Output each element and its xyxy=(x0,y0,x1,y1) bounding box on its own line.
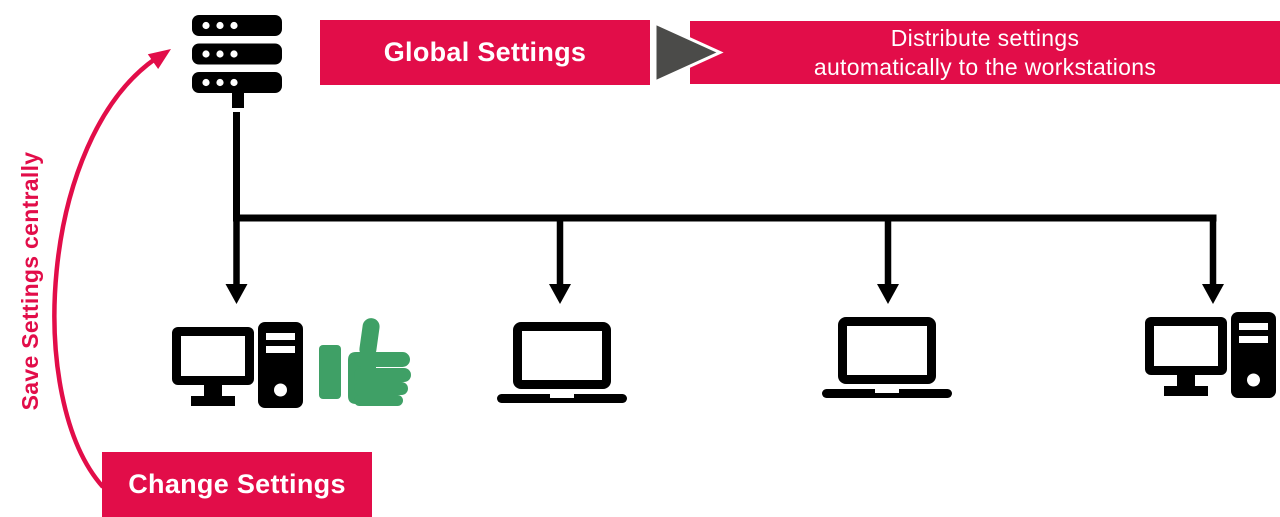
change-settings-banner: Change Settings xyxy=(102,452,372,517)
laptop-icon xyxy=(822,317,952,398)
change-settings-label: Change Settings xyxy=(128,469,346,499)
global-settings-label: Global Settings xyxy=(383,37,587,67)
thumbs-up-icon xyxy=(319,318,411,406)
distribute-settings-line1: Distribute settings xyxy=(890,24,1080,51)
down-arrow-4 xyxy=(1202,218,1224,304)
down-arrow-1 xyxy=(225,218,248,304)
curved-feedback-arrow xyxy=(52,49,171,489)
down-arrow-3 xyxy=(877,218,899,304)
desktop-computer-icon xyxy=(172,322,303,408)
desktop-computer-icon xyxy=(1145,312,1276,398)
laptop-icon xyxy=(497,322,627,403)
distribute-settings-line2: automatically to the workstations xyxy=(813,53,1157,80)
save-settings-centrally-label: Save Settings centrally xyxy=(17,151,43,411)
distribute-settings-banner: Distribute settings automatically to the… xyxy=(690,21,1280,84)
right-triangle-arrow-icon xyxy=(653,20,724,85)
global-settings-banner: Global Settings xyxy=(320,20,650,85)
down-arrow-2 xyxy=(549,218,571,304)
server-rack-icon xyxy=(192,15,282,108)
